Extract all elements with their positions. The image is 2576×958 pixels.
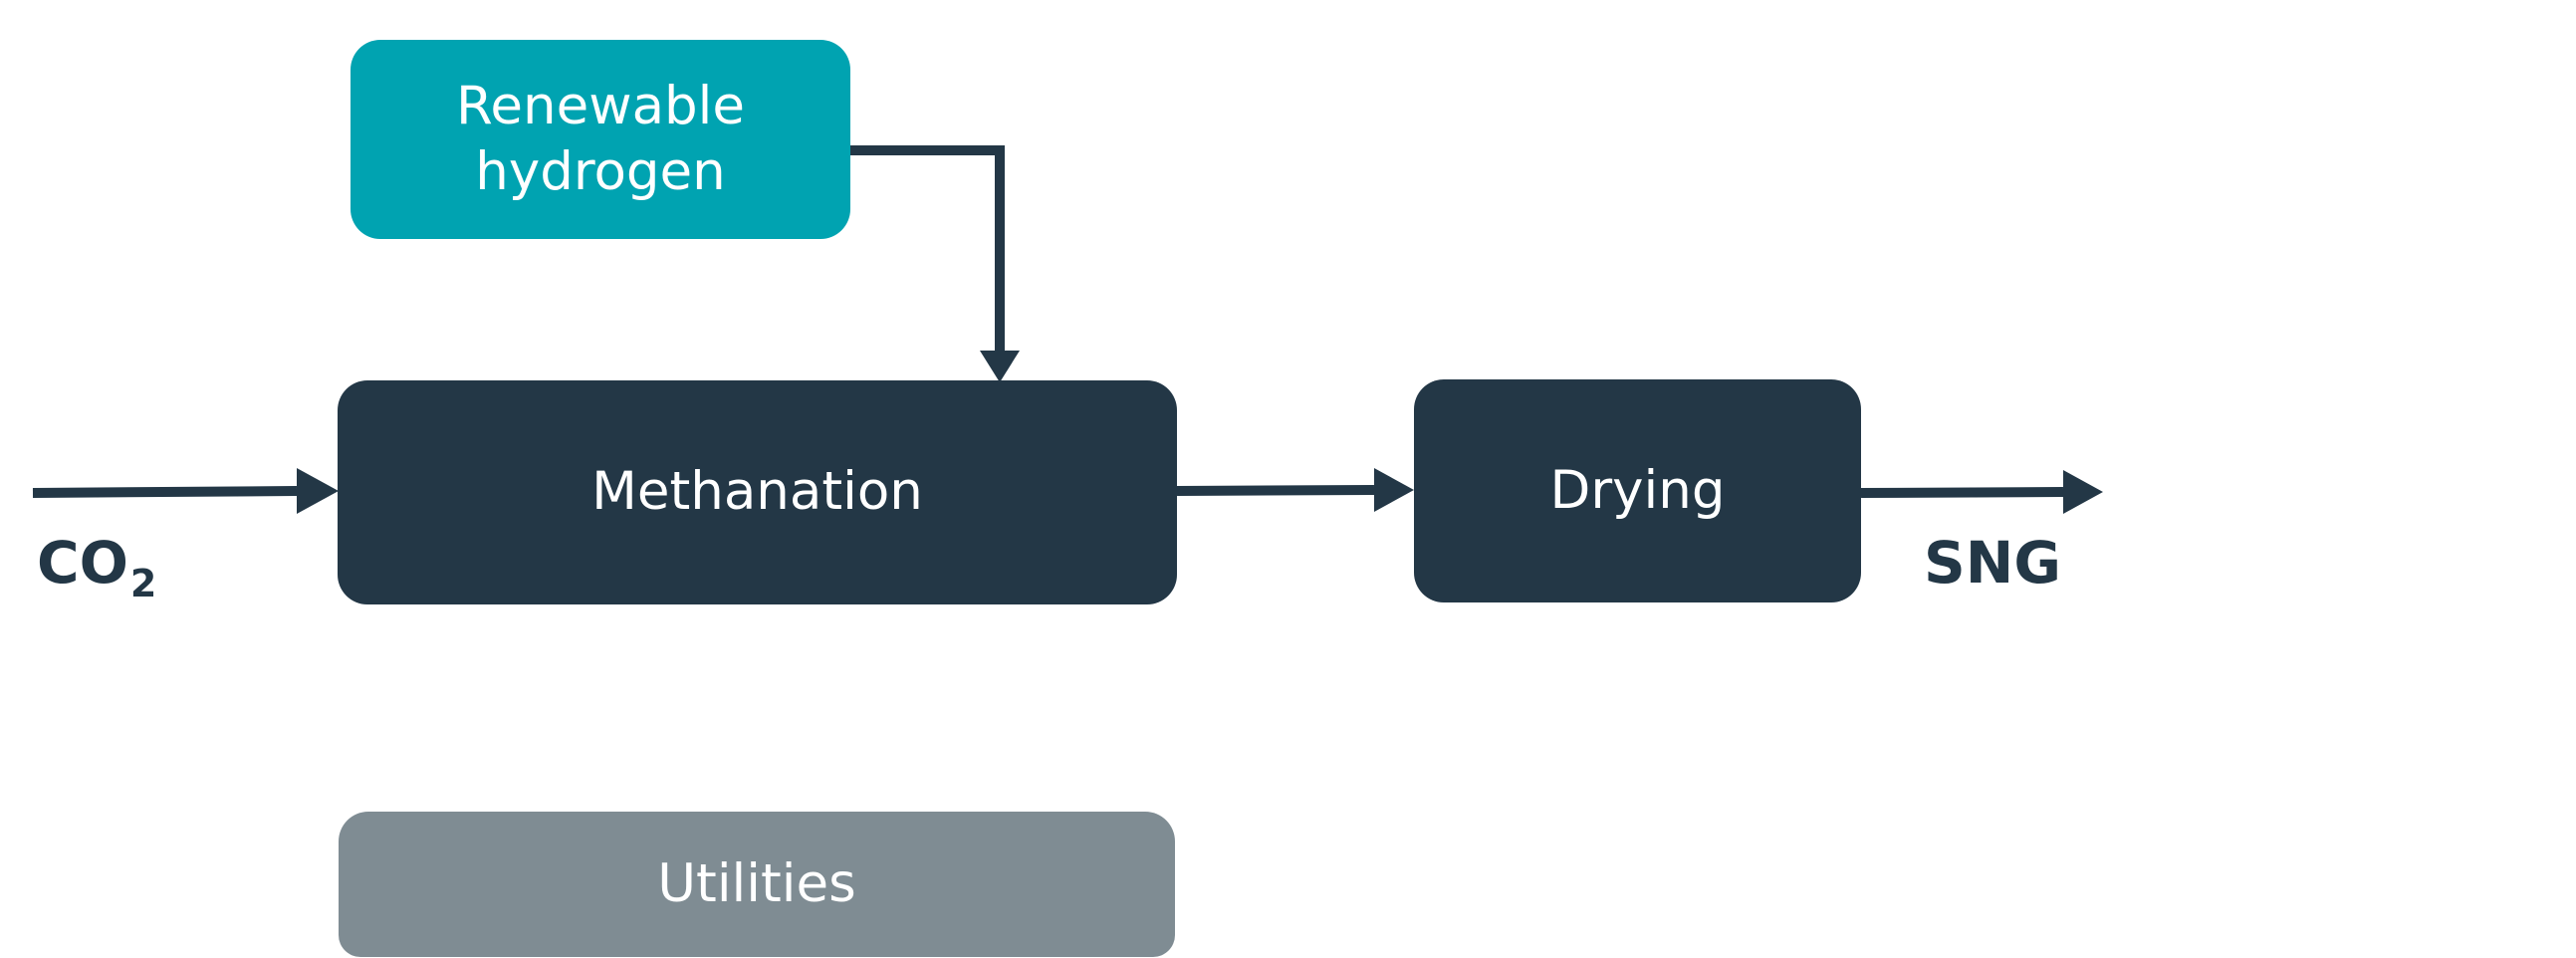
sng-output-label: SNG (1924, 529, 2061, 597)
drying-box: Drying (1414, 379, 1861, 602)
methanation-box: Methanation (338, 380, 1177, 604)
arrow-co2-to-methanation (32, 468, 339, 514)
co2-input-label: CO2 (37, 534, 156, 602)
co2-subscript: 2 (129, 562, 157, 605)
arrow-hydrogen-to-methanation (848, 145, 1020, 382)
renewable-hydrogen-box: Renewable hydrogen (351, 40, 850, 239)
methanation-label: Methanation (591, 461, 923, 523)
arrow-drying-to-sng (1860, 470, 2103, 514)
arrow-methanation-to-drying (1176, 468, 1414, 512)
utilities-label: Utilities (657, 852, 856, 914)
utilities-box: Utilities (339, 812, 1175, 957)
co2-main-text: CO (37, 529, 128, 597)
drying-label: Drying (1549, 459, 1726, 521)
renewable-hydrogen-label: Renewable hydrogen (455, 75, 746, 202)
